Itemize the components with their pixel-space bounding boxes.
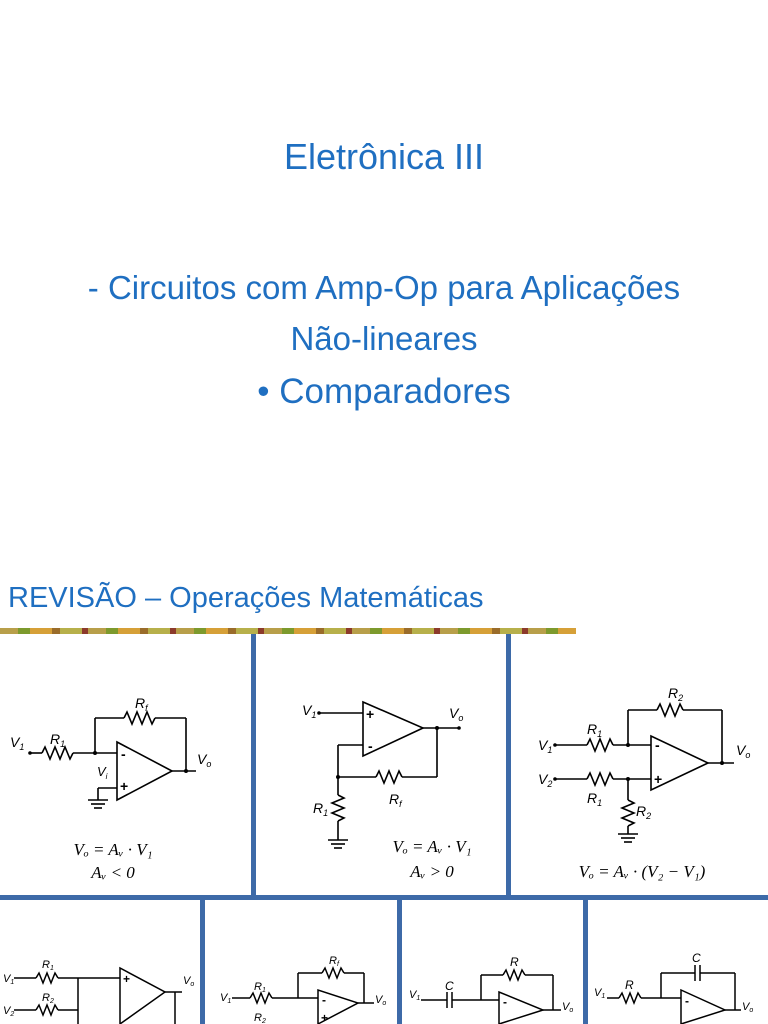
svg-text:R2: R2 bbox=[42, 992, 54, 1005]
panel-divider bbox=[397, 900, 402, 1024]
svg-text:-: - bbox=[121, 746, 126, 762]
svg-text:+: + bbox=[366, 706, 374, 722]
svg-text:-: - bbox=[322, 993, 326, 1007]
svg-text:-: - bbox=[685, 994, 689, 1008]
slide-title: Eletrônica III bbox=[283, 136, 485, 177]
diff-amplifier-2-diagram: - + V1 R1 R2 Rf Vo bbox=[206, 900, 396, 1024]
subtitle-line-2: Não-lineares bbox=[290, 320, 478, 357]
subtitle-line-1: - Circuitos com Amp-Op para Aplicações bbox=[87, 269, 681, 306]
svg-text:V2: V2 bbox=[538, 771, 552, 789]
svg-text:R2: R2 bbox=[668, 685, 683, 703]
svg-text:R1: R1 bbox=[587, 721, 602, 739]
svg-text:Aᵥ < 0: Aᵥ < 0 bbox=[90, 863, 135, 882]
slide-subtitle: - Circuitos com Amp-Op para Aplicações N… bbox=[20, 262, 748, 364]
svg-text:V2: V2 bbox=[3, 1005, 14, 1018]
svg-text:Vₒ = Aᵥ · (V₂ − V₁): Vₒ = Aᵥ · (V₂ − V₁) bbox=[579, 862, 706, 881]
svg-text:Vo: Vo bbox=[449, 705, 463, 723]
svg-text:Rf: Rf bbox=[329, 955, 340, 968]
decorative-bar bbox=[0, 628, 576, 634]
svg-text:Rf: Rf bbox=[135, 695, 149, 713]
svg-text:Vi: Vi bbox=[97, 764, 108, 781]
differentiator-diagram: - V1 C R Vo bbox=[403, 900, 583, 1024]
svg-text:C: C bbox=[692, 951, 701, 965]
svg-text:Vo: Vo bbox=[197, 751, 211, 769]
svg-text:-: - bbox=[655, 737, 660, 753]
panel-divider bbox=[506, 634, 511, 896]
svg-text:Vₒ = Aᵥ · V₁: Vₒ = Aᵥ · V₁ bbox=[392, 837, 471, 856]
svg-text:Vo: Vo bbox=[736, 742, 750, 760]
svg-text:V1: V1 bbox=[594, 987, 605, 1000]
svg-text:R1: R1 bbox=[313, 800, 328, 818]
panel-divider bbox=[200, 900, 205, 1024]
svg-text:Vo: Vo bbox=[562, 1001, 573, 1014]
svg-text:-: - bbox=[503, 995, 507, 1009]
svg-text:Vₒ = Aᵥ · V₁: Vₒ = Aᵥ · V₁ bbox=[73, 840, 152, 859]
noninverting-amplifier-diagram: + - V1 Vo Rf R1 Vₒ = Aᵥ · V₁ Aᵥ > 0 bbox=[257, 640, 505, 895]
svg-text:R1: R1 bbox=[587, 790, 602, 808]
svg-text:C: C bbox=[445, 979, 454, 993]
bullet-item: • Comparadores bbox=[257, 372, 511, 411]
svg-text:V1: V1 bbox=[220, 992, 231, 1005]
section-heading: REVISÃO – Operações Matemáticas bbox=[8, 582, 484, 614]
svg-text:+: + bbox=[654, 771, 662, 787]
svg-text:V1: V1 bbox=[3, 973, 14, 986]
svg-text:Vo: Vo bbox=[183, 975, 194, 988]
svg-text:R: R bbox=[625, 978, 634, 992]
svg-text:V1: V1 bbox=[409, 989, 420, 1002]
svg-text:Vo: Vo bbox=[742, 1001, 753, 1014]
svg-text:Rf: Rf bbox=[389, 791, 403, 809]
svg-text:V1: V1 bbox=[10, 734, 24, 752]
panel-divider bbox=[583, 900, 588, 1024]
svg-text:R1: R1 bbox=[254, 981, 266, 994]
svg-text:R2: R2 bbox=[254, 1012, 266, 1024]
svg-text:Aᵥ > 0: Aᵥ > 0 bbox=[409, 862, 454, 881]
inverting-amplifier-diagram: - + V1 R1 Rf Vi Vo Vₒ = Aᵥ · V₁ Aᵥ < 0 bbox=[0, 640, 250, 895]
svg-text:Vo: Vo bbox=[375, 994, 386, 1007]
svg-text:+: + bbox=[321, 1011, 328, 1024]
svg-text:+: + bbox=[123, 972, 130, 986]
panel-divider bbox=[251, 634, 256, 896]
svg-text:R1: R1 bbox=[50, 731, 65, 749]
svg-text:V1: V1 bbox=[302, 702, 316, 720]
svg-text:R: R bbox=[510, 955, 519, 969]
svg-text:-: - bbox=[368, 738, 373, 754]
summing-amplifier-diagram: + V1 V2 R1 R2 Vo bbox=[0, 900, 200, 1024]
panel-divider bbox=[0, 895, 768, 900]
svg-text:R1: R1 bbox=[42, 959, 54, 972]
integrator-diagram: - V1 R C Vo bbox=[589, 900, 768, 1024]
difference-amplifier-diagram: - + V1 V2 R1 R1 R2 R2 Vo Vₒ = Aᵥ · (V₂ −… bbox=[512, 640, 768, 895]
svg-text:V1: V1 bbox=[538, 737, 552, 755]
svg-text:R2: R2 bbox=[636, 803, 651, 821]
svg-text:+: + bbox=[120, 778, 128, 794]
